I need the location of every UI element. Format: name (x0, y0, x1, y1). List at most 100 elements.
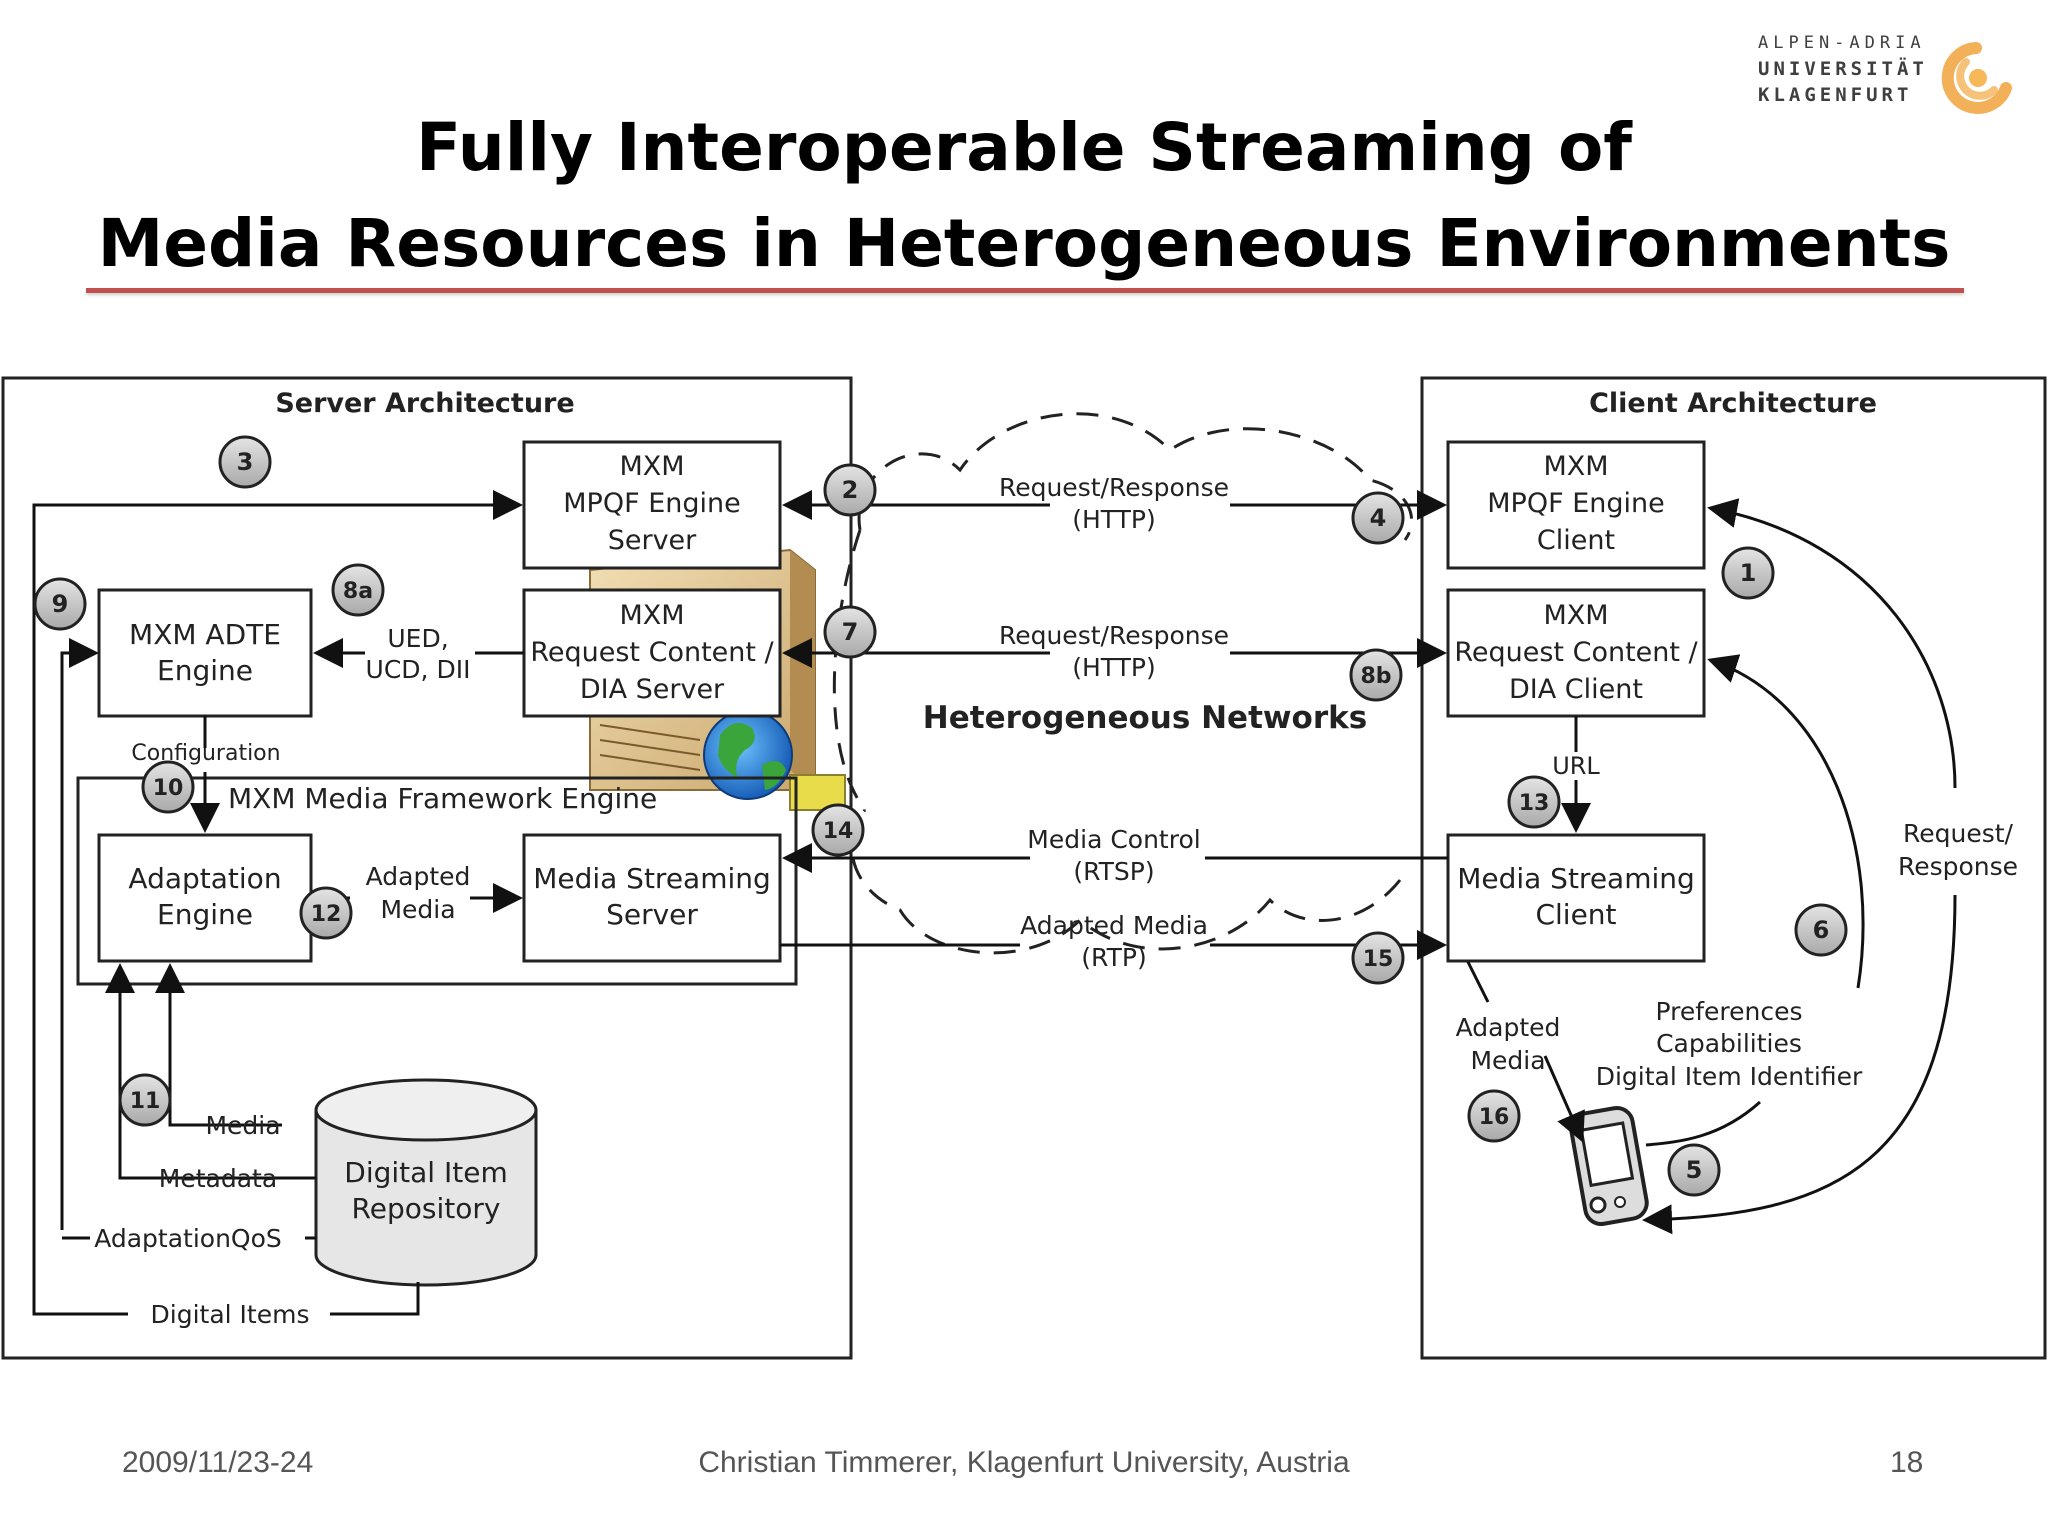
step-badge-label: 14 (823, 819, 854, 844)
req-resp-1-line-1: Request/Response (999, 473, 1229, 502)
globe-icon (703, 710, 793, 800)
footer-author: Christian Timmerer, Klagenfurt Universit… (698, 1446, 1350, 1479)
mss-line-1: Media Streaming (533, 862, 771, 895)
logo-line-1: ALPEN-ADRIA (1758, 33, 1926, 53)
step-badge-label: 8b (1360, 664, 1391, 689)
mpqf-server-line-2: MPQF Engine (563, 488, 740, 519)
logo-sun-icon (1941, 42, 2012, 114)
heterogeneous-networks-label: Heterogeneous Networks (923, 700, 1367, 736)
adte-engine-box: MXM ADTE Engine (97, 588, 313, 718)
step-badge-7: 7 (823, 605, 877, 659)
request-dia-server-box: MXM Request Content / DIA Server (522, 588, 782, 718)
connector-labels: UED, UCD, DII Configuration Adapted Medi… (94, 473, 2018, 1329)
adapted-media-inner-line-1: Adapted (366, 862, 471, 891)
dia-server-line-2: Request Content / (530, 637, 774, 668)
logo-line-2: UNIVERSITÄT (1758, 58, 1928, 80)
ued-label: UED, (387, 624, 448, 653)
step-badge-label: 15 (1363, 947, 1394, 972)
step-badge-16: 16 (1467, 1089, 1521, 1143)
title-line-1: Fully Interoperable Streaming of (415, 109, 1633, 186)
req-resp-1-line-2: (HTTP) (1072, 505, 1155, 534)
url-label: URL (1552, 752, 1600, 780)
title-line-2: Media Resources in Heterogeneous Environ… (97, 205, 1951, 282)
logo-line-3: KLAGENFURT (1758, 84, 1913, 106)
step-badge-label: 5 (1686, 1156, 1703, 1184)
mpqf-client-line-3: Client (1537, 525, 1615, 556)
adapted-media-rtp-line-2: (RTP) (1081, 943, 1146, 972)
adapted-media-client-line-1: Adapted (1456, 1013, 1561, 1042)
step-badge-label: 4 (1370, 504, 1387, 532)
media-streaming-client-box: Media Streaming Client (1446, 833, 1706, 963)
step-badge-4: 4 (1351, 491, 1405, 545)
step-badge-label: 9 (52, 590, 69, 618)
req-resp-2-line-1: Request/Response (999, 621, 1229, 650)
media-label: Media (205, 1111, 280, 1140)
configuration-label: Configuration (131, 741, 280, 766)
adapted-media-inner-line-2: Media (380, 895, 455, 924)
msc-line-2: Client (1535, 898, 1616, 931)
media-framework-label: MXM Media Framework Engine (228, 782, 657, 815)
step-badge-label: 11 (130, 1089, 161, 1114)
msc-line-1: Media Streaming (1457, 862, 1695, 895)
ucd-dii-label: UCD, DII (366, 655, 471, 684)
digital-items-label: Digital Items (151, 1300, 310, 1329)
step-badge-label: 13 (1519, 791, 1550, 816)
adapted-media-rtp-line-1: Adapted Media (1020, 911, 1208, 940)
step-badge-6: 6 (1794, 903, 1848, 957)
step-badge-label: 3 (237, 448, 254, 476)
client-architecture-title: Client Architecture (1589, 388, 1877, 419)
step-badge-label: 6 (1813, 916, 1830, 944)
mpqf-server-line-3: Server (608, 525, 697, 556)
step-badge-5: 5 (1667, 1143, 1721, 1197)
request-response-side-line-1: Request/ (1903, 819, 2014, 848)
client-architecture-frame (1420, 376, 2047, 1360)
request-dia-client-box: MXM Request Content / DIA Client (1446, 588, 1706, 718)
req-resp-2-line-2: (HTTP) (1072, 653, 1155, 682)
adaptation-line-1: Adaptation (128, 862, 281, 895)
step-badge-8b: 8b (1349, 648, 1403, 702)
mpqf-client-line-1: MXM (1543, 451, 1608, 482)
adte-line-1: MXM ADTE (129, 618, 281, 651)
step-badge-2: 2 (823, 463, 877, 517)
digital-item-repository-cylinder: Digital Item Repository (314, 1078, 538, 1287)
network-cloud (850, 412, 1414, 955)
step-badge-label: 1 (1740, 559, 1757, 587)
step-badge-13: 13 (1507, 775, 1561, 829)
slide-title: Fully Interoperable Streaming of Media R… (0, 100, 2048, 292)
dia-server-line-3: DIA Server (580, 674, 725, 705)
mpqf-engine-server-box: MXM MPQF Engine Server (522, 440, 782, 570)
metadata-label: Metadata (159, 1164, 277, 1193)
step-badge-14: 14 (811, 803, 865, 857)
preferences-line-2: Capabilities (1656, 1029, 1802, 1058)
dia-client-line-2: Request Content / (1454, 637, 1698, 668)
step-badge-label: 12 (311, 902, 342, 927)
network-cloud-left-edge (832, 529, 867, 811)
step-badge-3: 3 (218, 435, 272, 489)
adapted-media-client-line-2: Media (1470, 1046, 1545, 1075)
adaptation-engine-box: Adaptation Engine (97, 833, 313, 963)
footer-page-number: 18 (1890, 1446, 1924, 1479)
dia-server-line-1: MXM (619, 600, 684, 631)
media-control-line-1: Media Control (1027, 825, 1200, 854)
media-control-line-2: (RTSP) (1073, 857, 1154, 886)
step-badge-8a: 8a (331, 563, 385, 617)
adte-line-2: Engine (157, 654, 253, 687)
mpqf-client-line-2: MPQF Engine (1487, 488, 1664, 519)
dia-client-line-3: DIA Client (1509, 674, 1643, 705)
repository-line-2: Repository (352, 1192, 501, 1225)
logo-text: ALPEN-ADRIA UNIVERSITÄT KLAGENFURT (1758, 30, 1928, 108)
step-badge-11: 11 (118, 1073, 172, 1127)
step-badge-label: 16 (1479, 1105, 1510, 1130)
step-badge-label: 2 (842, 476, 859, 504)
pda-device-icon (1569, 1106, 1649, 1226)
connectors (32, 490, 1957, 1316)
mpqf-server-line-1: MXM (619, 451, 684, 482)
media-streaming-server-box: Media Streaming Server (522, 833, 782, 963)
step-badge-1: 1 (1721, 546, 1775, 600)
preferences-line-1: Preferences (1655, 997, 1802, 1026)
step-badge-12: 12 (299, 886, 353, 940)
step-badge-9: 9 (33, 577, 87, 631)
preferences-line-3: Digital Item Identifier (1596, 1062, 1863, 1091)
request-response-side-line-2: Response (1898, 852, 2018, 881)
